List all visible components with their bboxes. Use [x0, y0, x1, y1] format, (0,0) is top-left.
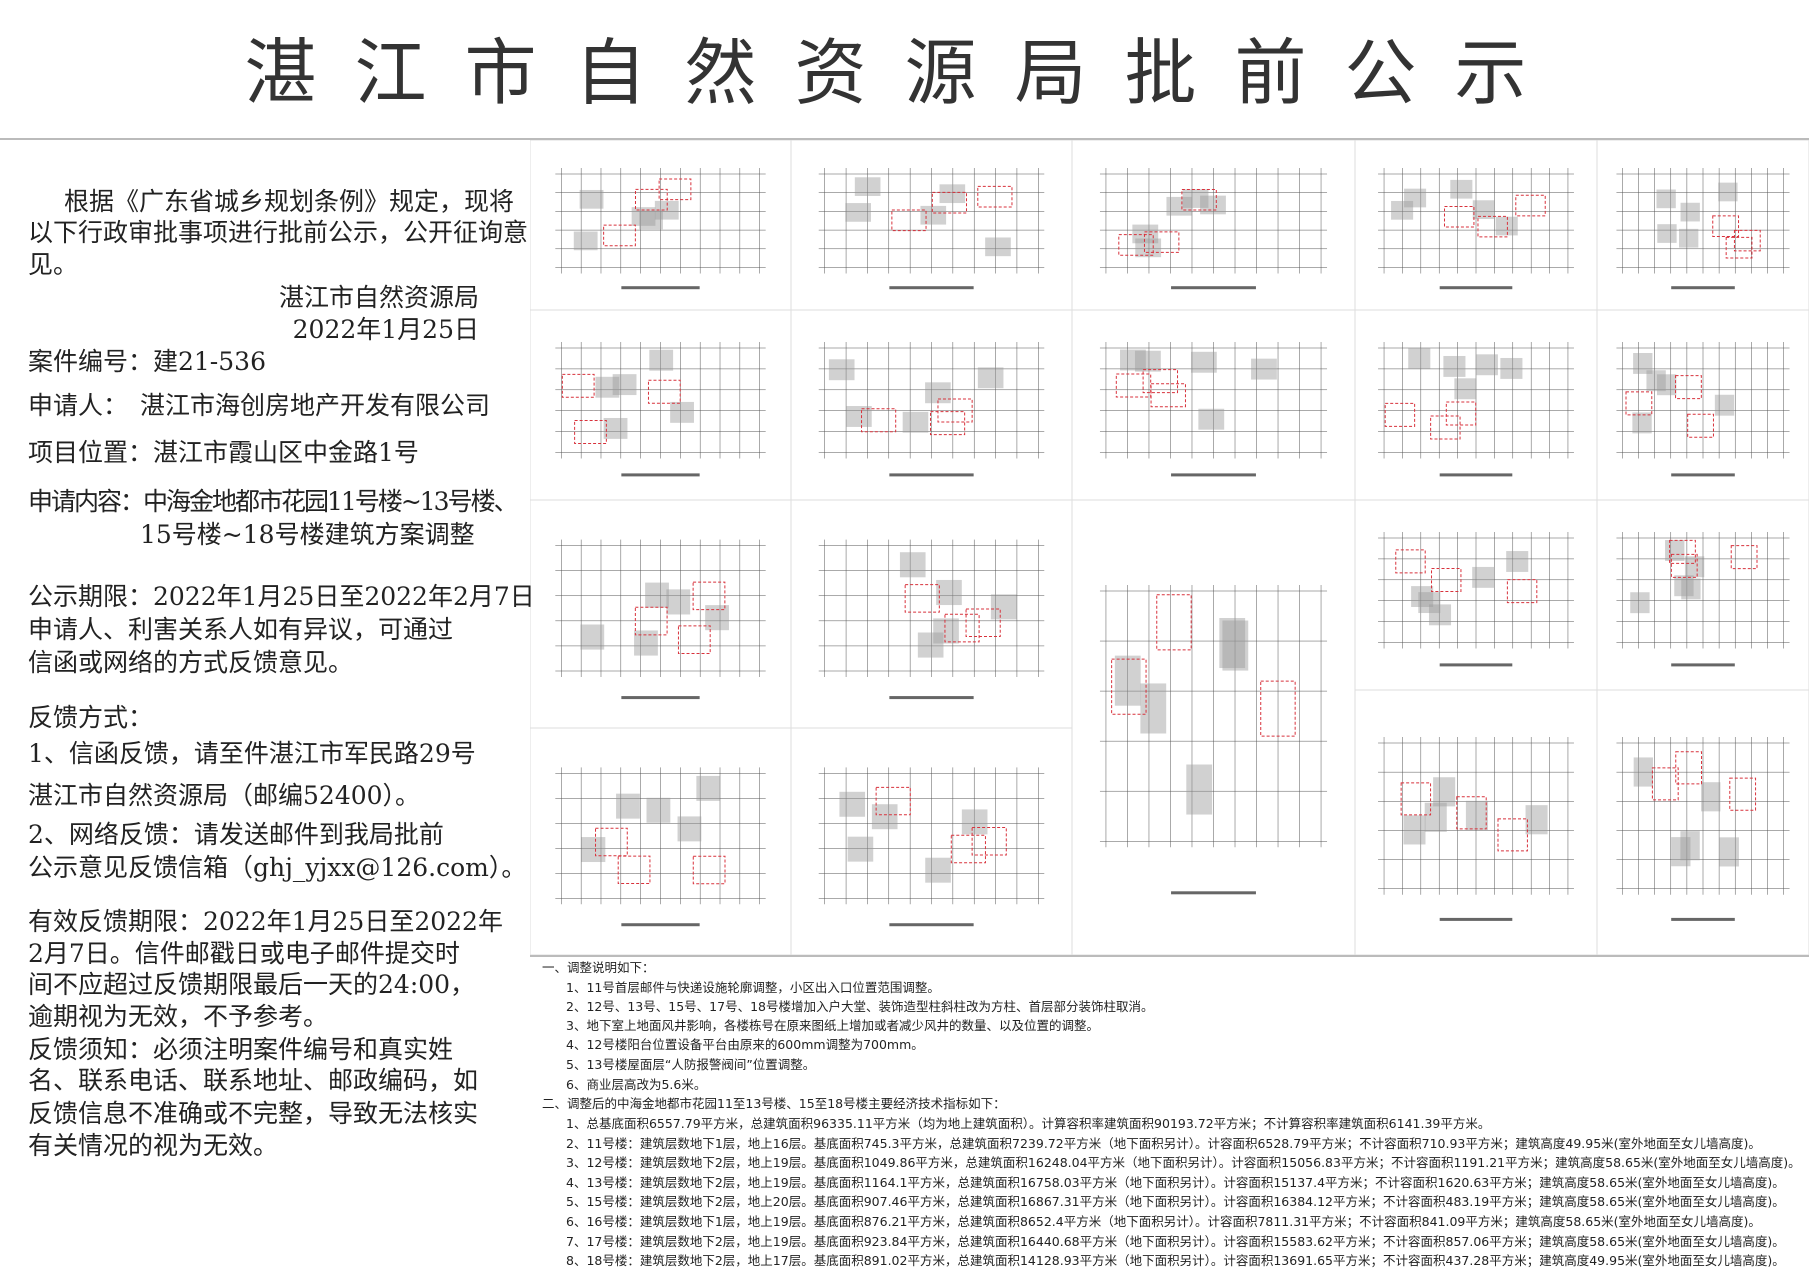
floor-plan-panel [1596, 309, 1809, 501]
indicator-item: 1、总基底面积6557.79平方米，总建筑面积96335.11平方米（均为地上建… [566, 1116, 1491, 1131]
indicator-item: 3、12号楼：建筑层数地下2层，地上19层。基底面积1049.86平方米，总建筑… [566, 1155, 1801, 1170]
floor-plan-panel [530, 309, 792, 501]
page-title: 湛江市自然资源局批前公示 [244, 31, 1565, 115]
indicator-item: 5、15号楼：建筑层数地下2层，地上20层。基底面积907.46平方米，总建筑面… [566, 1194, 1785, 1209]
floor-plan-panel [790, 499, 1073, 729]
floor-plan-panel [790, 140, 1073, 311]
validity-line: 间不应超过反馈期限最后一天的24:00， [28, 970, 476, 999]
floor-plan-panel [530, 140, 792, 311]
note-item: 6、商业层高改为5.6米。 [566, 1077, 707, 1092]
note-item: 5、13号楼屋面层“人防报警阀间”位置调整。 [566, 1057, 816, 1072]
floor-plan-panel [1596, 140, 1809, 311]
floor-plan-panel [1354, 140, 1598, 311]
publicity-period: 申请人、利害关系人如有异议，可通过 [28, 615, 454, 644]
floor-plan-panel [530, 499, 792, 729]
intro-line: 根据《广东省城乡规划条例》规定，现将 [64, 187, 515, 216]
floor-plan-panel [790, 727, 1073, 955]
validity-line: 名、联系电话、联系地址、邮政编码，如 [28, 1066, 479, 1095]
floor-plan-panel [1354, 499, 1598, 691]
floor-plan-panel [1071, 140, 1356, 311]
note-item: 2、12号、13号、15号、17号、18号楼增加入户大堂、装饰造型柱斜柱改为方柱… [566, 999, 1154, 1014]
title-divider [0, 138, 1809, 140]
indicator-item: 7、17号楼：建筑层数地下2层，地上19层。基底面积923.84平方米，总建筑面… [566, 1234, 1785, 1249]
publicity-period: 信函或网络的方式反馈意见。 [28, 648, 354, 677]
project-location: 项目位置：湛江市霞山区中金路1号 [28, 438, 419, 467]
case-number: 案件编号：建21-536 [28, 347, 266, 376]
floor-plan-panel [1596, 499, 1809, 691]
validity-line: 2月7日。信件邮戳日或电子邮件提交时 [28, 939, 460, 968]
validity-line: 逾期视为无效，不予参考。 [28, 1002, 329, 1031]
validity-line: 反馈须知：必须注明案件编号和真实姓 [28, 1035, 454, 1064]
feedback-email: 公示意见反馈信箱（ghj_yjxx@126.com）。 [28, 853, 527, 882]
feedback-heading: 反馈方式： [28, 703, 154, 732]
indicator-item: 8、18号楼：建筑层数地下2层，地上17层。基底面积891.02平方米，总建筑面… [566, 1253, 1785, 1268]
feedback-line: 1、信函反馈，请至件湛江市军民路29号 [28, 739, 476, 768]
notes-heading-1: 一、调整说明如下： [542, 960, 655, 975]
issue-date: 2022年1月25日 [292, 315, 479, 344]
notes-divider [530, 955, 1809, 957]
feedback-line: 湛江市自然资源局（邮编52400）。 [28, 781, 421, 810]
note-item: 1、11号首层邮件与快递设施轮廓调整，小区出入口位置范围调整。 [566, 980, 940, 995]
validity-line: 有关情况的视为无效。 [28, 1131, 279, 1160]
validity-line: 有效反馈期限：2022年1月25日至2022年 [28, 907, 503, 936]
indicator-item: 6、16号楼：建筑层数地下1层，地上19层。基底面积876.21平方米，总建筑面… [566, 1214, 1761, 1229]
validity-line: 反馈信息不准确或不完整，导致无法核实 [28, 1099, 479, 1128]
floor-plan-panel [1354, 689, 1598, 955]
intro-line: 以下行政审批事项进行批前公示，公开征询意 [28, 218, 529, 247]
indicator-item: 4、13号楼：建筑层数地下2层，地上19层。基底面积1164.1平方米，总建筑面… [566, 1175, 1785, 1190]
note-item: 4、12号楼阳台位置设备平台由原来的600mm调整为700mm。 [566, 1037, 924, 1052]
publicity-period: 公示期限：2022年1月25日至2022年2月7日 [28, 582, 535, 611]
intro-line: 见。 [28, 250, 79, 279]
notes-heading-2: 二、调整后的中海金地都市花园11至13号楼、15至18号楼主要经济技术指标如下： [542, 1096, 1006, 1111]
indicator-item: 2、11号楼：建筑层数地下1层，地上16层。基底面积745.3平方米，总建筑面积… [566, 1136, 1761, 1151]
issuer: 湛江市自然资源局 [278, 283, 479, 312]
note-item: 3、地下室上地面风井影响，各楼栋号在原来图纸上增加或者减少风井的数量、以及位置的… [566, 1018, 1099, 1033]
applicant: 湛江市海创房地产开发有限公司 [140, 391, 491, 420]
feedback-line: 2、网络反馈：请发送邮件到我局批前 [28, 820, 444, 849]
application-content: 15号楼~18号楼建筑方案调整 [140, 520, 475, 549]
floor-plan-panel [1071, 499, 1356, 955]
floor-plan-panel [1071, 309, 1356, 501]
floor-plan-drawings [530, 140, 1809, 955]
applicant-label: 申请人： [28, 391, 129, 420]
floor-plan-panel [790, 309, 1073, 501]
floor-plan-panel [530, 727, 792, 955]
application-content: 申请内容：中海金地都市花园11号楼~13号楼、 [28, 487, 519, 516]
floor-plan-panel [1596, 689, 1809, 955]
floor-plan-panel [1354, 309, 1598, 501]
